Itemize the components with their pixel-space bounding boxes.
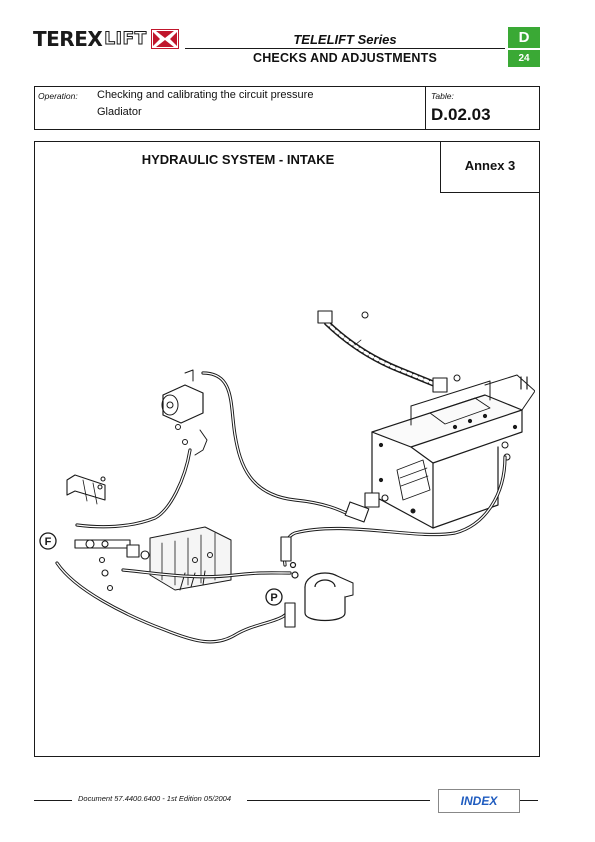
hydraulic-tank-illustration [371,374,535,529]
logo-emblem-icon [150,29,179,49]
footer-rule-middle [247,800,430,801]
section-title: CHECKS AND ADJUSTMENTS [252,51,438,65]
annex-label: Annex 3 [464,158,516,173]
callout-f-circle [39,532,57,550]
callout-f-label: F [45,536,52,548]
chapter-badge: D [508,27,540,48]
diagram-frame [34,141,540,757]
table-code: D.02.03 [431,105,491,124]
operation-box [34,86,540,130]
callout-p-label: P [270,592,277,604]
fitting-cluster-f [74,539,150,592]
document-reference: Document 57.4400.6400 - 1st Edition 05/2… [78,794,232,803]
page-number-badge: 24 [508,50,540,67]
footer-rule-left [34,800,72,801]
header-rule [185,48,505,49]
diagram-title: HYDRAULIC SYSTEM - INTAKE [141,152,335,167]
logo-brand-lift: LIFT [104,29,147,50]
tank-to-pump-hose [282,455,507,567]
operation-label: Operation: [38,91,78,101]
index-button[interactable]: INDEX [438,789,520,813]
suction-hose-illustration [317,310,528,393]
footer-rule-right [520,800,538,801]
operation-description: Checking and calibrating the circuit pre… [97,89,314,101]
upper-pump-illustration [161,369,208,456]
lower-pump-illustration [284,561,354,628]
callout-p-circle [265,588,283,606]
operation-divider [425,86,426,129]
pump-hose [201,371,352,517]
operation-model: Gladiator [97,106,142,118]
bracket-illustration [66,474,106,505]
series-title: TELELIFT Series [293,32,397,47]
control-valve-illustration [149,526,232,591]
annex-box [440,141,539,193]
logo-brand-main: TEREX [33,27,103,51]
hydraulic-intake-diagram: F P [39,310,535,644]
table-label: Table: [431,91,454,101]
terexlift-logo: TEREX LIFT [33,27,181,51]
